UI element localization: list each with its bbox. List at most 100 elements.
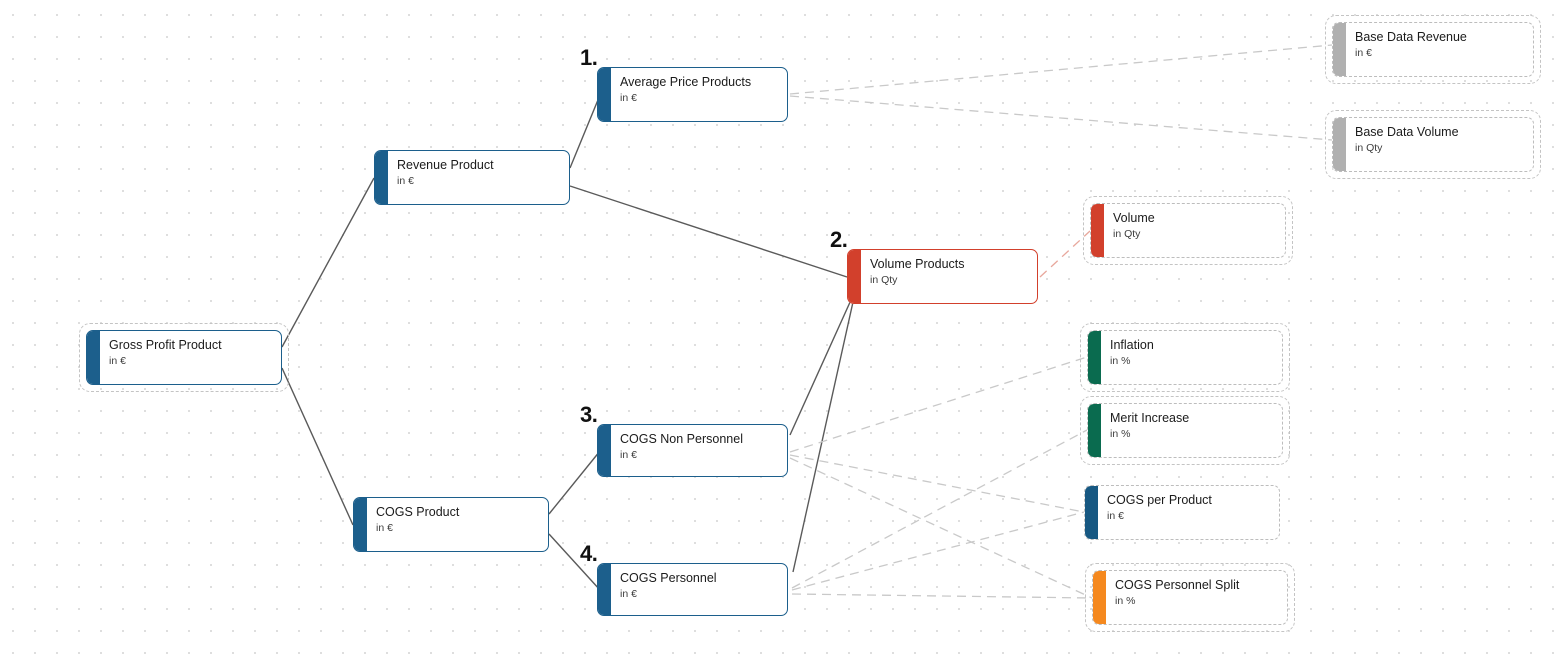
node-body-base-data-volume: Base Data Volume in Qty xyxy=(1332,117,1534,172)
node-body-gross-profit-product: Gross Profit Product in € xyxy=(86,330,282,385)
edge-cogs-non-personnel-to-inflation[interactable] xyxy=(789,356,1088,453)
node-unit-base-data-volume: in Qty xyxy=(1355,142,1383,154)
node-unit-cogs-personnel: in € xyxy=(620,588,637,600)
node-cogs-per-product[interactable]: COGS per Product in € xyxy=(1084,485,1280,540)
edge-cogs-personnel-to-volume-products[interactable] xyxy=(792,301,854,573)
edge-cogs-personnel-to-merit-increase[interactable] xyxy=(791,429,1088,589)
node-unit-volume-products: in Qty xyxy=(870,274,898,286)
step-badge-average-price-products: 1. xyxy=(579,45,599,70)
node-title-volume: Volume xyxy=(1113,211,1155,225)
node-gross-profit-product[interactable]: Gross Profit Product in € xyxy=(79,323,289,392)
edge-cogs-non-personnel-to-cogs-personnel-split[interactable] xyxy=(789,457,1093,599)
accent-bar-inflation xyxy=(1088,331,1101,384)
node-unit-merit-increase: in % xyxy=(1110,428,1131,440)
node-unit-revenue-product: in € xyxy=(397,175,414,187)
node-title-cogs-non-personnel: COGS Non Personnel xyxy=(620,432,743,446)
accent-bar-volume-products xyxy=(848,250,861,303)
node-body-cogs-product: COGS Product in € xyxy=(353,497,549,552)
node-title-revenue-product: Revenue Product xyxy=(397,158,494,172)
node-body-cogs-non-personnel: COGS Non Personnel in € xyxy=(597,424,788,477)
node-title-base-data-revenue: Base Data Revenue xyxy=(1355,30,1467,44)
node-title-base-data-volume: Base Data Volume xyxy=(1355,125,1459,139)
edge-cogs-non-personnel-to-volume-products[interactable] xyxy=(789,299,852,436)
node-body-revenue-product: Revenue Product in € xyxy=(374,150,570,205)
node-text-merit-increase: Merit Increase in % xyxy=(1101,404,1282,457)
node-unit-gross-profit-product: in € xyxy=(109,355,126,367)
accent-bar-base-data-volume xyxy=(1333,118,1346,171)
node-unit-cogs-product: in € xyxy=(376,522,393,534)
node-text-cogs-personnel: COGS Personnel in € xyxy=(611,564,787,615)
node-unit-base-data-revenue: in € xyxy=(1355,47,1372,59)
accent-bar-gross-profit-product xyxy=(87,331,100,384)
node-text-revenue-product: Revenue Product in € xyxy=(388,151,569,204)
accent-bar-merit-increase xyxy=(1088,404,1101,457)
node-body-volume: Volume in Qty xyxy=(1090,203,1286,258)
node-title-gross-profit-product: Gross Profit Product xyxy=(109,338,222,352)
node-text-inflation: Inflation in % xyxy=(1101,331,1282,384)
accent-bar-cogs-personnel xyxy=(598,564,611,615)
node-title-cogs-product: COGS Product xyxy=(376,505,460,519)
node-title-average-price-products: Average Price Products xyxy=(620,75,752,89)
edge-revenue-product-to-volume-products[interactable] xyxy=(569,185,848,278)
node-average-price-products[interactable]: Average Price Products in € 1. xyxy=(579,45,788,122)
node-unit-inflation: in % xyxy=(1110,355,1131,367)
step-badge-volume-products: 2. xyxy=(829,227,849,252)
node-unit-cogs-personnel-split: in % xyxy=(1115,595,1136,607)
edge-average-price-products-to-base-data-volume[interactable] xyxy=(789,95,1333,141)
node-unit-cogs-per-product: in € xyxy=(1107,510,1124,522)
accent-bar-volume xyxy=(1091,204,1104,257)
edge-gross-profit-product-to-revenue-product[interactable] xyxy=(281,177,375,348)
node-body-average-price-products: Average Price Products in € xyxy=(597,67,788,122)
edge-gross-profit-product-to-cogs-product[interactable] xyxy=(281,367,354,526)
node-unit-average-price-products: in € xyxy=(620,92,637,104)
edge-volume-products-to-volume[interactable] xyxy=(1039,230,1091,278)
node-body-cogs-per-product: COGS per Product in € xyxy=(1084,485,1280,540)
node-revenue-product[interactable]: Revenue Product in € xyxy=(374,150,570,205)
node-volume-products[interactable]: Volume Products in Qty 2. xyxy=(829,227,1038,304)
node-title-cogs-personnel: COGS Personnel xyxy=(620,571,717,585)
accent-bar-cogs-personnel-split xyxy=(1093,571,1106,624)
node-body-cogs-personnel: COGS Personnel in € xyxy=(597,563,788,616)
node-body-base-data-revenue: Base Data Revenue in € xyxy=(1332,22,1534,77)
node-body-merit-increase: Merit Increase in % xyxy=(1087,403,1283,458)
node-inflation[interactable]: Inflation in % xyxy=(1080,323,1290,392)
edge-cogs-non-personnel-to-cogs-per-product[interactable] xyxy=(789,454,1085,513)
node-text-base-data-volume: Base Data Volume in Qty xyxy=(1346,118,1533,171)
node-cogs-non-personnel[interactable]: COGS Non Personnel in € 3. xyxy=(579,402,788,477)
node-volume[interactable]: Volume in Qty xyxy=(1083,196,1293,265)
accent-bar-average-price-products xyxy=(598,68,611,121)
node-text-cogs-per-product: COGS per Product in € xyxy=(1098,486,1279,539)
node-text-base-data-revenue: Base Data Revenue in € xyxy=(1346,23,1533,76)
node-title-inflation: Inflation xyxy=(1110,338,1154,352)
edge-revenue-product-to-average-price-products[interactable] xyxy=(569,94,601,169)
node-text-cogs-non-personnel: COGS Non Personnel in € xyxy=(611,425,787,476)
node-text-cogs-product: COGS Product in € xyxy=(367,498,548,551)
node-text-volume-products: Volume Products in Qty xyxy=(861,250,1037,303)
node-unit-cogs-non-personnel: in € xyxy=(620,449,637,461)
node-title-cogs-per-product: COGS per Product xyxy=(1107,493,1212,507)
edge-cogs-personnel-to-cogs-personnel-split[interactable] xyxy=(791,593,1093,599)
node-title-volume-products: Volume Products xyxy=(870,257,965,271)
edge-average-price-products-to-base-data-revenue[interactable] xyxy=(789,44,1333,95)
accent-bar-cogs-product xyxy=(354,498,367,551)
accent-bar-base-data-revenue xyxy=(1333,23,1346,76)
edge-cogs-product-to-cogs-non-personnel[interactable] xyxy=(548,450,601,515)
node-body-inflation: Inflation in % xyxy=(1087,330,1283,385)
node-text-volume: Volume in Qty xyxy=(1104,204,1285,257)
accent-bar-cogs-per-product xyxy=(1085,486,1098,539)
node-merit-increase[interactable]: Merit Increase in % xyxy=(1080,396,1290,465)
edge-cogs-personnel-to-cogs-per-product[interactable] xyxy=(791,511,1085,591)
node-title-merit-increase: Merit Increase xyxy=(1110,411,1190,425)
node-body-volume-products: Volume Products in Qty xyxy=(847,249,1038,304)
node-base-data-volume[interactable]: Base Data Volume in Qty xyxy=(1325,110,1541,179)
node-cogs-product[interactable]: COGS Product in € xyxy=(353,497,549,552)
node-base-data-revenue[interactable]: Base Data Revenue in € xyxy=(1325,15,1541,84)
step-badge-cogs-non-personnel: 3. xyxy=(579,402,599,427)
accent-bar-cogs-non-personnel xyxy=(598,425,611,476)
node-unit-volume: in Qty xyxy=(1113,228,1141,240)
